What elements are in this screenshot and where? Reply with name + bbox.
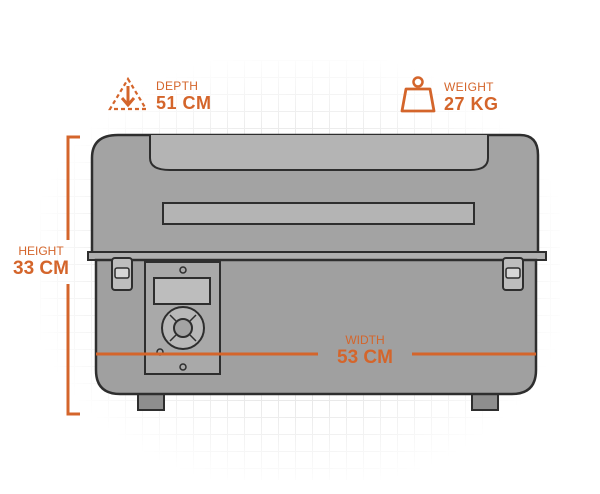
depth-label: DEPTH [156, 79, 199, 93]
width-spec: WIDTH 53 CM [310, 333, 420, 369]
width-label: WIDTH [345, 333, 385, 347]
control-display [153, 277, 211, 305]
weight-value: 27 KG [444, 94, 499, 114]
depth-arrow-icon [108, 76, 148, 117]
left-latch [111, 257, 133, 291]
lid-slot [162, 202, 475, 225]
height-value: 33 CM [13, 258, 69, 279]
depth-spec: DEPTH 51 CM [108, 76, 212, 117]
weight-spec: WEIGHT 27 KG [400, 76, 499, 119]
lid-handle [149, 135, 489, 171]
control-panel [144, 261, 221, 375]
height-spec: HEIGHT 33 CM [8, 244, 74, 280]
height-dimension-bracket-bottom [66, 284, 80, 416]
right-latch [502, 257, 524, 291]
weight-label: WEIGHT [444, 80, 494, 94]
height-label: HEIGHT [18, 244, 64, 258]
height-dimension-bracket-top [66, 135, 80, 240]
width-value: 53 CM [337, 347, 393, 368]
weight-icon [400, 76, 436, 119]
depth-value: 51 CM [156, 93, 212, 113]
